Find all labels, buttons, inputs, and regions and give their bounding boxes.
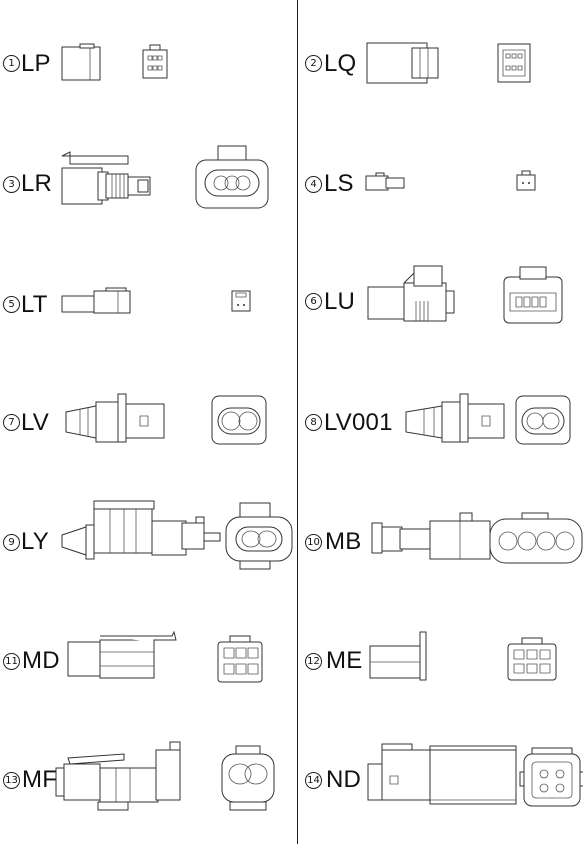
number-badge: 3 bbox=[3, 176, 20, 193]
number-badge: 13 bbox=[3, 772, 20, 789]
connector-mb: 10 MB bbox=[300, 483, 583, 603]
number-badge: 4 bbox=[305, 176, 322, 193]
connector-face-view bbox=[300, 243, 583, 363]
connector-face-view bbox=[0, 10, 291, 130]
connector-code: MF bbox=[22, 766, 58, 793]
number-badge: 7 bbox=[3, 414, 20, 431]
connector-face-view bbox=[0, 724, 291, 844]
number-badge: 2 bbox=[305, 55, 322, 72]
connector-face-view bbox=[300, 124, 583, 244]
connector-code: LY bbox=[21, 528, 49, 555]
connector-ls: 4 LS bbox=[300, 124, 583, 244]
connector-code: ME bbox=[326, 647, 363, 674]
connector-face-view bbox=[0, 483, 291, 603]
connector-side-view bbox=[300, 602, 583, 722]
connector-lt: 5 LT bbox=[0, 243, 291, 363]
number-badge: 11 bbox=[3, 653, 20, 670]
connector-side-view bbox=[0, 724, 291, 844]
connector-lq: 2 LQ bbox=[300, 10, 583, 130]
connector-ly: 9 LY bbox=[0, 483, 291, 603]
connector-me: 12 ME bbox=[300, 602, 583, 722]
connector-side-view bbox=[0, 483, 291, 603]
connector-lr: 3 LR bbox=[0, 124, 291, 244]
connector-face-view bbox=[300, 483, 583, 603]
column-divider bbox=[297, 0, 298, 844]
connector-side-view bbox=[300, 243, 583, 363]
connector-face-view bbox=[300, 362, 583, 482]
connector-face-view bbox=[0, 362, 291, 482]
number-badge: 10 bbox=[305, 534, 322, 551]
number-badge: 1 bbox=[3, 55, 20, 72]
connector-side-view bbox=[300, 724, 583, 844]
connector-lp: 1 LP bbox=[0, 10, 291, 130]
connector-side-view bbox=[300, 483, 583, 603]
connector-side-view bbox=[0, 243, 291, 363]
connector-face-view bbox=[0, 602, 291, 722]
connector-code: LV001 bbox=[324, 409, 393, 436]
connector-md: 11 MD bbox=[0, 602, 291, 722]
connector-code: LS bbox=[324, 170, 354, 197]
connector-face-view bbox=[300, 724, 583, 844]
connector-code: LP bbox=[21, 50, 51, 77]
connector-side-view bbox=[0, 124, 291, 244]
connector-side-view bbox=[0, 602, 291, 722]
connector-side-view bbox=[300, 362, 583, 482]
connector-side-view bbox=[300, 124, 583, 244]
number-badge: 12 bbox=[305, 653, 322, 670]
connector-code: MB bbox=[325, 528, 362, 555]
connector-code: LT bbox=[21, 291, 48, 318]
connector-code: LV bbox=[21, 409, 49, 436]
connector-code: LR bbox=[21, 170, 53, 197]
connector-side-view bbox=[0, 362, 291, 482]
connector-code: MD bbox=[22, 647, 60, 674]
connector-code: ND bbox=[326, 766, 362, 793]
connector-code: LU bbox=[324, 288, 356, 315]
connector-face-view bbox=[0, 243, 291, 363]
connector-mf: 13 MF bbox=[0, 724, 291, 844]
number-badge: 6 bbox=[305, 293, 322, 310]
connector-nd: 14 ND bbox=[300, 724, 583, 844]
number-badge: 9 bbox=[3, 534, 20, 551]
connector-lv: 7 LV bbox=[0, 362, 291, 482]
number-badge: 5 bbox=[3, 296, 20, 313]
connector-lu: 6 LU bbox=[300, 243, 583, 363]
connector-face-view bbox=[300, 602, 583, 722]
connector-lv001: 8 LV001 bbox=[300, 362, 583, 482]
connector-code: LQ bbox=[324, 50, 357, 77]
number-badge: 14 bbox=[305, 772, 322, 789]
number-badge: 8 bbox=[305, 414, 322, 431]
connector-side-view bbox=[0, 10, 291, 130]
connector-side-view bbox=[300, 10, 583, 130]
connector-face-view bbox=[0, 124, 291, 244]
connector-face-view bbox=[300, 10, 583, 130]
